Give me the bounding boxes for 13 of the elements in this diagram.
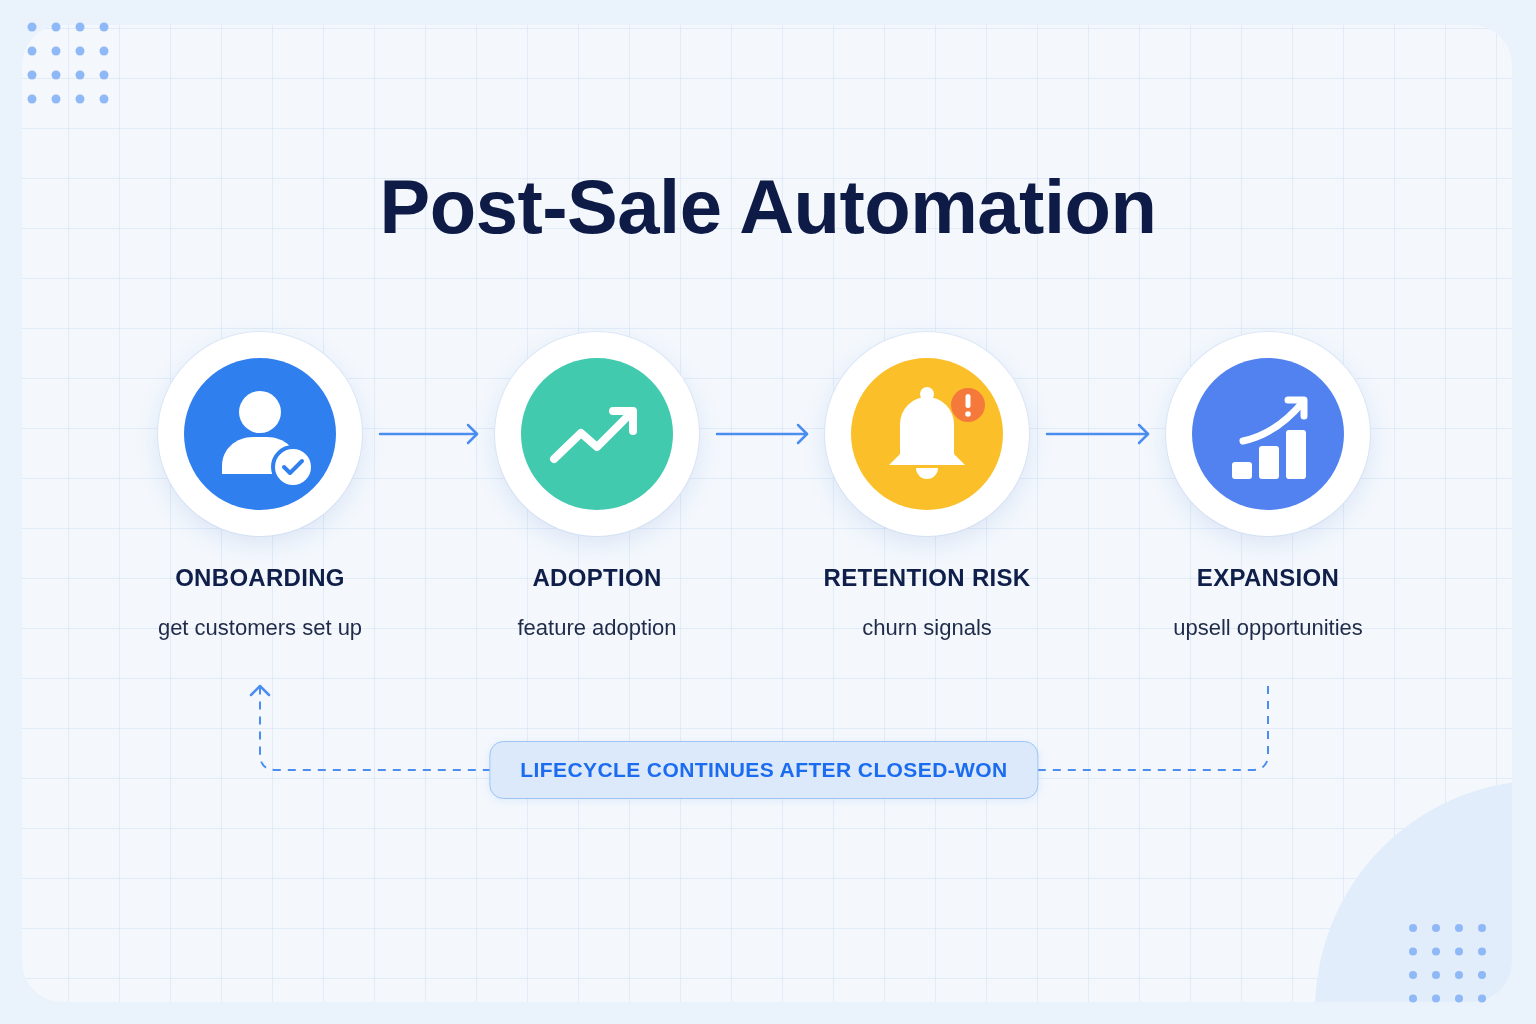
stage-description: feature adoption xyxy=(517,614,677,642)
stage-description: get customers set up xyxy=(157,614,363,642)
stage-heading: RETENTION RISK xyxy=(823,564,1031,592)
title: Post-Sale Automation xyxy=(379,163,1157,251)
arrow xyxy=(378,423,479,445)
arrow xyxy=(715,423,809,445)
stage-description: upsell opportunities xyxy=(1173,614,1363,642)
stage-heading: ADOPTION xyxy=(532,564,662,592)
stage-heading: ONBOARDING xyxy=(175,564,345,592)
edge-label: LIFECYCLE CONTINUES AFTER CLOSED-WON xyxy=(489,741,1039,799)
stage-description: churn signals xyxy=(862,614,992,642)
stage-heading: EXPANSION xyxy=(1196,564,1340,592)
arrow xyxy=(1045,423,1150,445)
